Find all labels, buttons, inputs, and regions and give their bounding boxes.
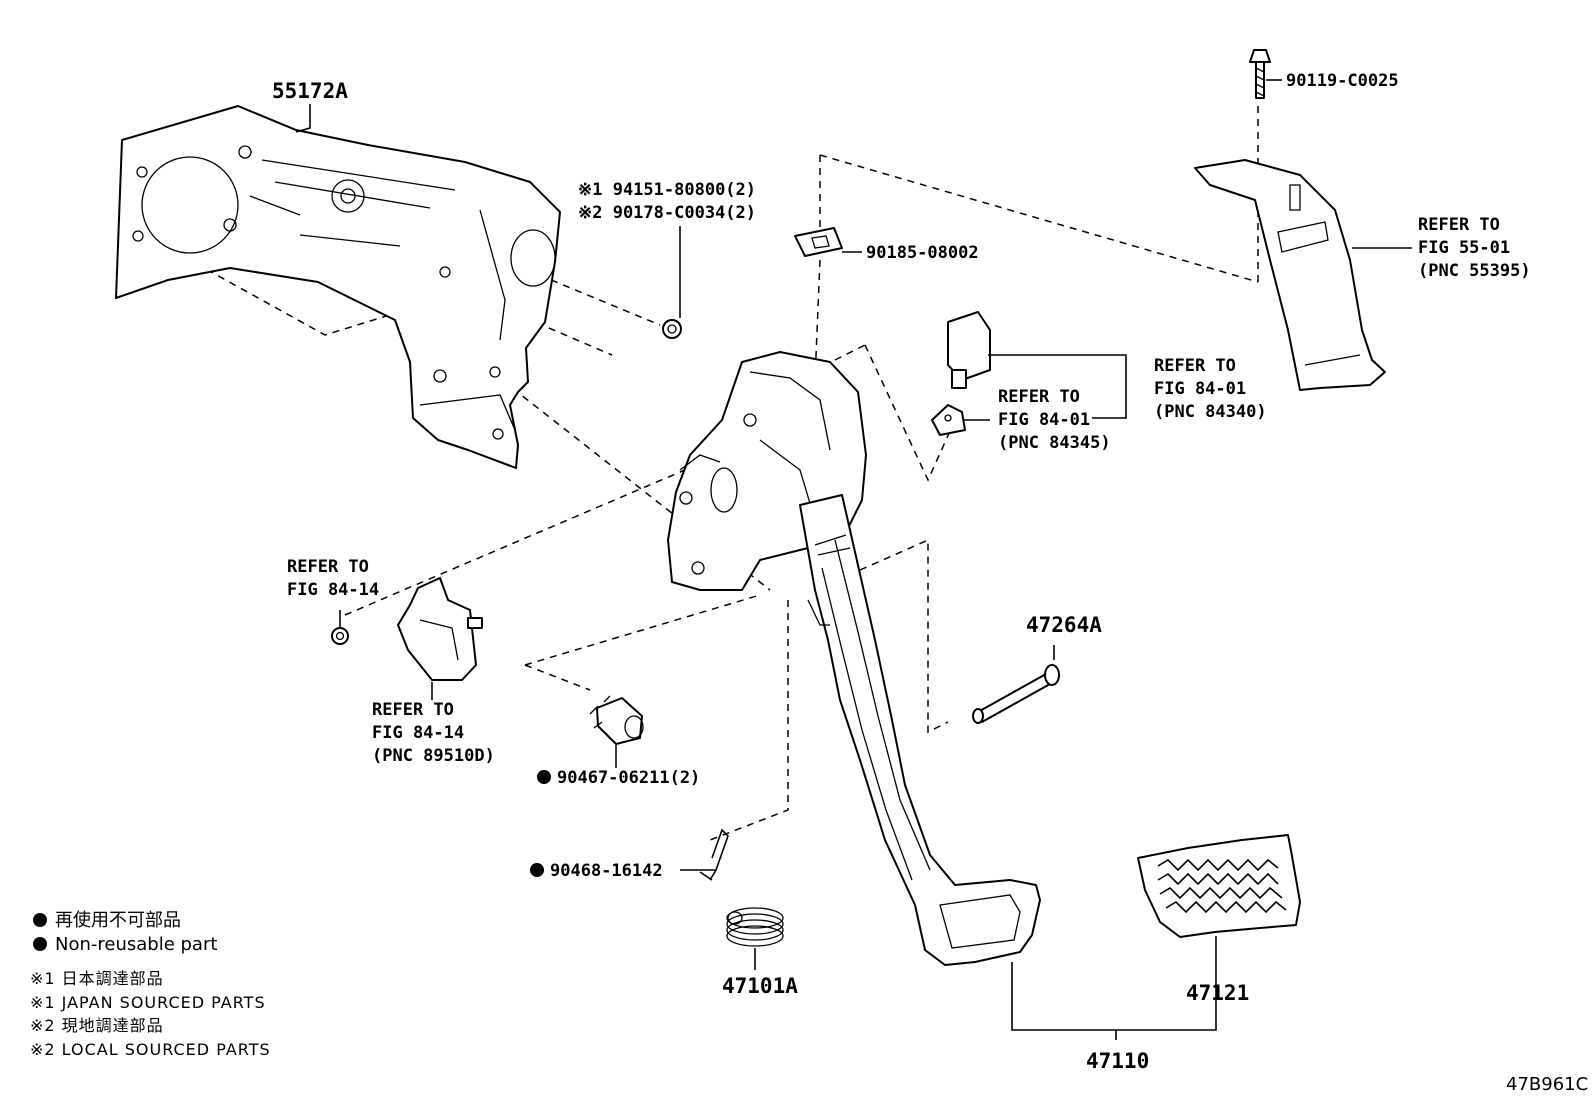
legend-nonreusable-jp: 再使用不可部品	[55, 910, 181, 931]
leader-lines	[295, 79, 1412, 1040]
sensor-89510D-part	[397, 577, 483, 681]
pedal-arm-47110-part	[799, 494, 1041, 966]
legend-local-en: ※2 LOCAL SOURCED PARTS	[30, 1040, 271, 1059]
clip-90467-part	[589, 695, 644, 745]
label-55172A: 55172A	[272, 79, 348, 103]
label-refer-5501-line2: FIG 55-01	[1418, 238, 1510, 258]
label-refer-8401b-line2: FIG 84-01	[998, 410, 1090, 430]
non-reusable-bullet-90467	[537, 770, 551, 784]
bolt-47264A-part	[972, 664, 1060, 724]
label-47110: 47110	[1086, 1049, 1149, 1073]
label-refer-8414a-line1: REFER TO	[287, 557, 369, 577]
label-refer-8401a-line1: REFER TO	[1154, 356, 1236, 376]
nut-94151-part	[662, 319, 682, 339]
non-reusable-bullet-90468	[530, 863, 544, 877]
pin-90468-part	[699, 828, 729, 881]
label-refer-8414b-line2: FIG 84-14	[372, 723, 464, 743]
diagram-code: 47B961C	[1506, 1074, 1588, 1095]
bolt-90119-part	[1249, 49, 1271, 99]
part-labels: 55172A ※1 94151-80800(2) ※2 90178-C0034(…	[272, 71, 1588, 1095]
clip-90185-part	[794, 227, 843, 257]
legend-japan-en: ※1 JAPAN SOURCED PARTS	[30, 993, 266, 1012]
legend-japan-jp: ※1 日本調達部品	[30, 969, 164, 988]
label-47264A: 47264A	[1026, 613, 1102, 637]
legend-nonreusable-en: Non-reusable part	[55, 934, 217, 955]
label-90119: 90119-C0025	[1286, 71, 1399, 91]
legend-local-jp: ※2 現地調達部品	[30, 1016, 164, 1035]
label-94151: ※1 94151-80800(2)	[578, 180, 756, 200]
label-47101A: 47101A	[722, 974, 798, 998]
label-refer-8401b-line1: REFER TO	[998, 387, 1080, 407]
nut-8414-part	[331, 627, 349, 645]
label-refer-8401b-line3: (PNC 84345)	[998, 433, 1111, 453]
label-90178: ※2 90178-C0034(2)	[578, 203, 756, 223]
label-refer-8401a-line2: FIG 84-01	[1154, 379, 1246, 399]
label-refer-8414b-line1: REFER TO	[372, 700, 454, 720]
bracket-55395-part	[1194, 159, 1386, 391]
legend: 再使用不可部品 Non-reusable part ※1 日本調達部品 ※1 J…	[30, 910, 271, 1059]
label-47121: 47121	[1186, 981, 1249, 1005]
label-90467: 90467-06211(2)	[557, 768, 700, 788]
legend-bullet-jp	[33, 913, 47, 927]
label-90185: 90185-08002	[866, 243, 979, 263]
stop-lamp-switch-84340-part	[947, 311, 991, 389]
label-refer-8414a-line2: FIG 84-14	[287, 580, 379, 600]
label-90468: 90468-16142	[550, 861, 663, 881]
label-refer-5501-line1: REFER TO	[1418, 215, 1500, 235]
label-refer-8401a-line3: (PNC 84340)	[1154, 402, 1267, 422]
label-refer-5501-line3: (PNC 55395)	[1418, 261, 1531, 281]
label-refer-8414b-line3: (PNC 89510D)	[372, 746, 495, 766]
legend-bullet-en	[33, 937, 47, 951]
spring-47101A-part	[726, 907, 784, 947]
pedal-pad-47121-part	[1137, 834, 1301, 938]
bracket-55172A-part	[115, 105, 561, 469]
cushion-84345-part	[931, 404, 966, 436]
